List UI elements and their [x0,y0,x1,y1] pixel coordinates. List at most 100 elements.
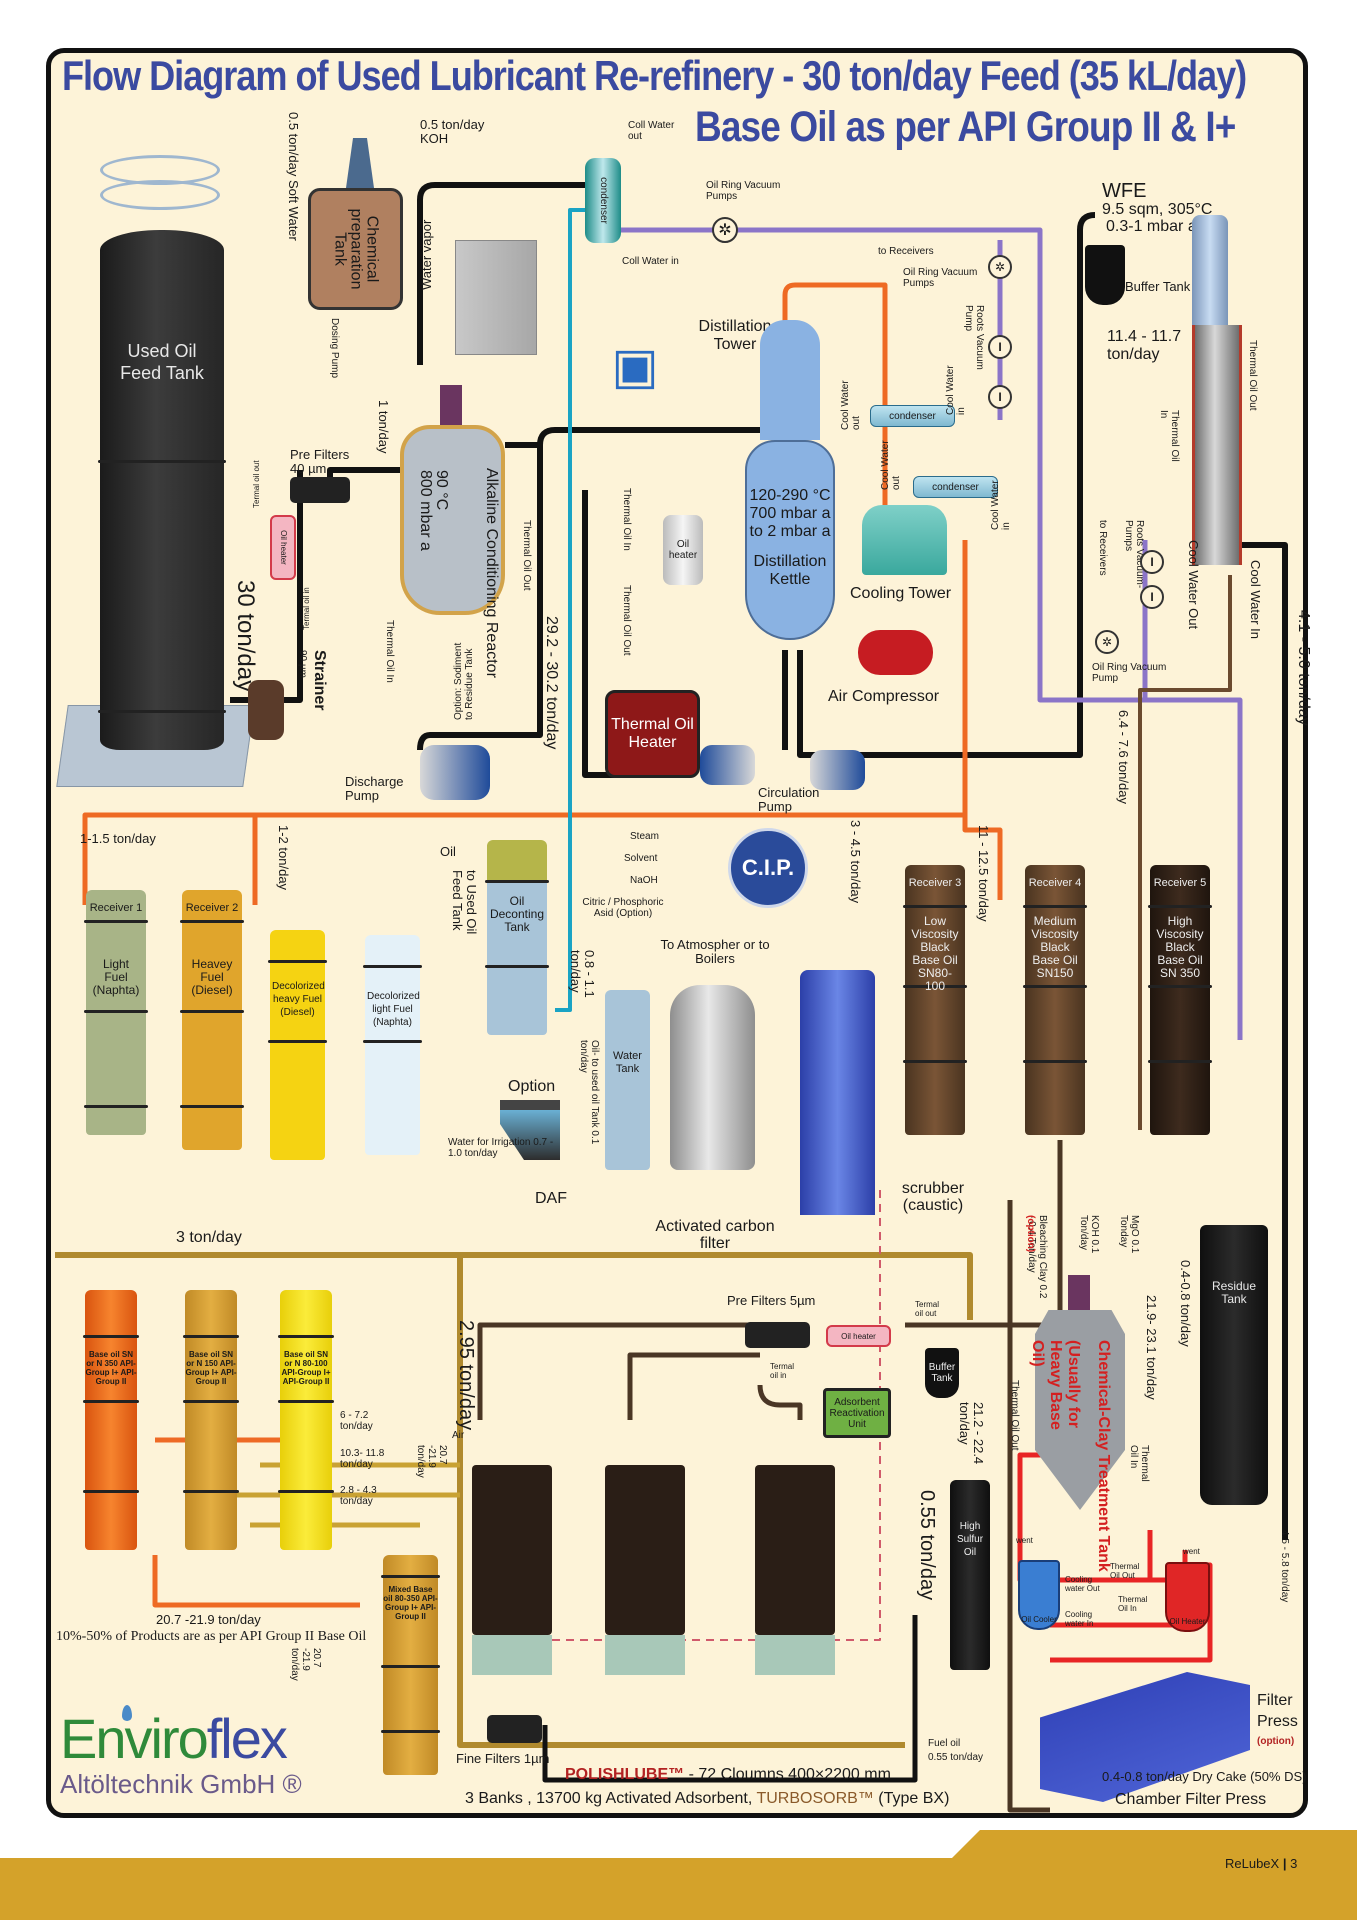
clay-thermal-oil-out: Thermal Oil Out [1009,1380,1020,1451]
thermal-oil-heater: Thermal Oil Heater [605,690,700,778]
wfe-title: WFE [1102,180,1147,202]
loop-thermal-oil-in: Thermal Oil In [1118,1595,1148,1613]
oil-ring-pumps-label: Oil Ring Vacuum Pumps [903,267,978,289]
mixed-return-flow: 20.7 -21.9 ton/day [289,1648,322,1681]
residue-out-flow: 4.5 - 5.8 ton/day [1279,1530,1290,1603]
roots-vacuum-pump-label: Roots Vacuum Pump [963,305,985,370]
loop-thermal-oil-out: Thermal Oil Out [1110,1562,1140,1580]
oil-heater-feed: Oil heater [270,515,296,580]
fuel-oil-label: Fuel oil [928,1738,961,1749]
daf-label: DAF [535,1190,567,1207]
daf-option-label: Option [508,1078,556,1095]
koh-flow-label: 0.5 ton/day [420,117,485,132]
receiver-2-flow: 1-2 ton/day [276,825,291,891]
wfe-residue-flow: 4.1 - 5.0 ton/day [1295,610,1312,726]
pipe-kettle-out [782,212,1096,758]
coil-water-out-label: Coll Water out [628,120,675,142]
clay-tank-label: Chemical-Clay Treatment Tank [1095,1340,1112,1572]
receiver-1-flow: 1-1.5 ton/day [80,831,156,846]
turbosorb-spec: 3 Banks , 13700 kg Activated Adsorbent, … [465,1790,950,1807]
to-feed-tank-label: to Used Oil Feed Tank [450,870,479,935]
pipe-water-vapor [417,182,590,365]
water-vapor-label: Water vapor [419,219,434,290]
residue-flow: 0.4-0.8 ton/day [1178,1260,1193,1347]
polish-bank-3 [755,1465,835,1635]
air-compressor-label: Air Compressor [828,688,940,705]
termal-oil-out-label: Termal oil out [252,460,261,508]
footer-page: ReLubeX | 3 [1225,1856,1298,1871]
circulation-pump-2 [810,750,865,790]
vacuum-pump-icon: ✲ [712,217,738,243]
pre-filters-5um-label: Pre Filters 5µm [727,1293,816,1308]
wfe-oil-ring-pump-label: Oil Ring Vacuum Pump [1092,662,1167,684]
filter-press-title-1: Filter Press [1257,1692,1298,1730]
condenser-2: condenser [913,476,998,498]
polish-bank-1 [472,1465,552,1635]
mixed-flow: 20.7 -21.9 ton/day [156,1612,261,1627]
footer-bar [0,1858,1357,1920]
strainer-size: 90 µm [297,650,308,678]
cooling-tower-label: Cooling Tower [850,585,952,602]
wfe-thermal-oil-in: Thermal Oil In [1158,410,1180,462]
flow-2-95: 2.95 ton/day [455,1320,477,1431]
vacuum-pumps-top-label: Oil Ring Vacuum Pumps [706,180,781,202]
scrubber-label: scrubber (caustic) [901,1180,965,1214]
distillation-tower-label: Distillation Tower [698,318,772,353]
page-subtitle: Base Oil as per API Group II & I+ [695,103,1236,151]
pre-filter-40um [290,477,350,503]
polishlube-spec: POLISHLUBE™ - 72 Cloumns 400×2200 mm [565,1766,891,1783]
irrigation-label: Water for Irrigation 0.7 - 1.0 ton/day [448,1137,554,1159]
reactor-pressure: 800 mbar a [417,470,434,551]
pipe-orange-receivers [82,540,1003,905]
polish-termal-oil-in: Termal oil in [770,1362,795,1380]
sediment-option-label: Option: Sodiment to Residue Tank [453,642,475,720]
cip-input-acid: Citric / Phosphoric Asid (Option) [582,897,664,919]
circulation-pump-label: Circulation Pump [758,785,820,814]
adsorbent-reactivation-unit: Adsorbent Reactivation Unit [823,1388,891,1438]
carbon-filter-label: Activated carbon filter [655,1218,775,1252]
footer-tab [950,1830,1357,1860]
polish-bank-1-base [472,1635,552,1675]
polish-return-flow: 20.7 -21.9 ton/day [415,1445,448,1478]
pipe-ochre-main [55,1252,973,1748]
alkaline-conditioning-reactor [400,425,505,615]
oil-heater-polish: Oil heater [826,1325,891,1347]
wiped-film-evaporator [1192,325,1242,565]
cool-water-out-1: Cool Water out [840,380,862,430]
soft-water-label: 0.5 ton/day Soft Water [286,112,301,241]
went-label-cooler: went [1016,1536,1033,1545]
wfe-roots-pump-icon: I [1140,585,1164,609]
receiver-4-flow: 11 - 12.5 ton/day [976,825,991,922]
receiver-1-tank: Receiver 1 Light Fuel (Naphta) [84,890,148,1135]
reactor-label: Alkaline Conditioning Reactor [483,468,500,678]
high-sulfur-oil-tank: High Sulfur Oil [950,1480,990,1670]
bleaching-option: (option) [1025,1215,1036,1253]
roots-pump-icon: I [988,335,1012,359]
used-oil-feed-tank: Used Oil Feed Tank [98,230,226,750]
wfe-thermal-oil-out: Thermal Oil Out [1247,340,1258,411]
wfe-drive [1192,215,1228,330]
monitoring-icon: ▣ [611,337,659,394]
company-name: Altöltechnik GmbH ® [60,1769,302,1799]
deconting-oil-label: Oil [440,844,456,859]
distillation-tower [760,320,820,440]
polish-termal-oil-out: Termal oil out [915,1300,940,1318]
wfe-roots-pump-icon: I [1140,550,1164,574]
condenser-1: condenser [870,405,955,427]
clay-thermal-oil-in: Thermal Oil In [1128,1445,1150,1482]
water-tank: Water Tank [605,990,650,1170]
cip-input-steam: Steam [630,831,659,842]
cooling-water-in-label: Cooling water In [1065,1610,1094,1628]
control-panel [455,240,537,355]
cip-input-solvent: Solvent [624,853,658,864]
decolorized-heavy-tank: Decolorized heavy Fuel (Diesel) [268,930,327,1160]
wfe-buffer-tank [1085,245,1125,305]
koh-clay-label: KOH 0.1 Ton/day [1078,1215,1100,1254]
termal-oil-in-label: Termal oil in [302,587,311,630]
koh-label: KOH [420,131,449,146]
distillation-kettle: 120-290 °C 700 mbar a to 2 mbar a Distil… [745,440,835,640]
chemical-prep-tank: Chemical preparation Tank [308,188,403,310]
scrubber [800,970,875,1215]
pipe-brown-wfe [1138,575,1232,1130]
pre-filter-5um [745,1322,810,1348]
